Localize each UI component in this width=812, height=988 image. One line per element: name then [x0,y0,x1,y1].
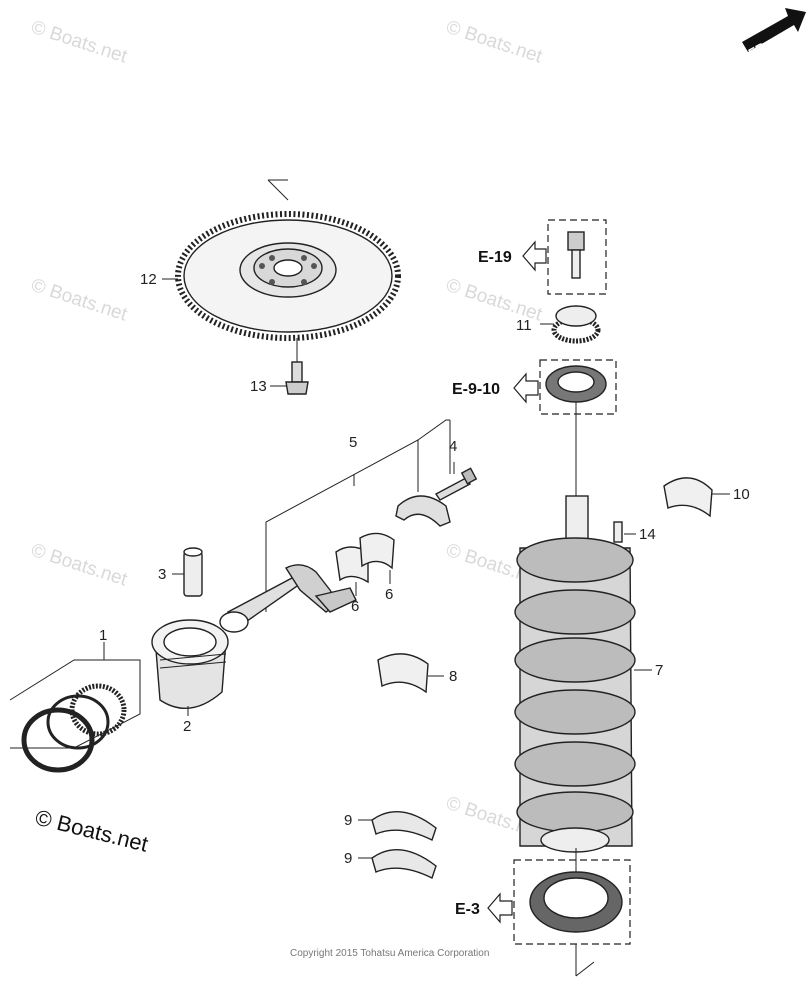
watermark: © Boats.net [443,17,545,68]
reference-arrow-e3[interactable]: E-3 [455,892,513,924]
oil-seal-upper [539,359,617,415]
callout-4[interactable]: 4 [449,438,457,455]
watermark: © Boats.net [28,17,130,68]
callout-3[interactable]: 3 [158,566,166,583]
watermark: © Boats.net [28,275,130,326]
callouts: 12 13 3 1 2 5 4 6 6 8 9 9 10 11 14 7 [99,271,750,867]
pulley-bolt [547,219,607,295]
callout-9b[interactable]: 9 [344,850,352,867]
callout-13[interactable]: 13 [250,378,267,395]
callout-6b[interactable]: 6 [385,586,393,603]
thrust-washer-a [371,811,437,841]
callout-2[interactable]: 2 [183,718,191,735]
callout-11[interactable]: 11 [516,317,532,334]
leader-lines [103,278,730,859]
piston [151,619,229,709]
conrod-bracket-lines [265,419,451,612]
callout-8[interactable]: 8 [449,668,457,685]
reference-arrow-e19[interactable]: E-19 [478,240,547,272]
conrod-bolt [434,467,478,501]
reference-e19[interactable]: E-19 [478,249,512,266]
flywheel-bolt [285,338,309,395]
callout-9a[interactable]: 9 [344,812,352,829]
main-bearing-upper [377,653,429,694]
connecting-rod [219,564,357,633]
conrod-bearing-upper [335,546,369,584]
boats-net-watermark: © Boats.net [33,805,151,857]
callout-14[interactable]: 14 [639,526,656,543]
thrust-bearing [663,477,713,518]
conrod-cap [395,495,451,527]
crankshaft-key [613,521,623,543]
conrod-bearing-lower [359,532,395,570]
copyright-text: Copyright 2015 Tohatsu America Corporati… [290,948,489,959]
callout-1[interactable]: 1 [99,627,107,644]
front-direction-arrow: FR. [742,8,806,61]
piston-pin [183,547,203,597]
reference-arrow-e910[interactable]: E-9-10 [452,372,539,404]
callout-6a[interactable]: 6 [351,598,359,615]
oil-seal-lower [513,848,631,977]
callout-5[interactable]: 5 [349,434,357,451]
callout-12[interactable]: 12 [140,271,157,288]
watermark: © Boats.net [28,540,130,591]
thrust-washer-b [371,849,437,879]
timing-gear [551,305,601,344]
flywheel-gear [175,179,401,341]
callout-7[interactable]: 7 [655,662,663,679]
crankshaft [514,400,636,853]
callout-10[interactable]: 10 [733,486,750,503]
watermarks: © Boats.net © Boats.net © Boats.net © Bo… [28,17,545,844]
reference-e910[interactable]: E-9-10 [452,381,500,398]
reference-e3[interactable]: E-3 [455,901,480,918]
piston-rings [9,659,141,773]
